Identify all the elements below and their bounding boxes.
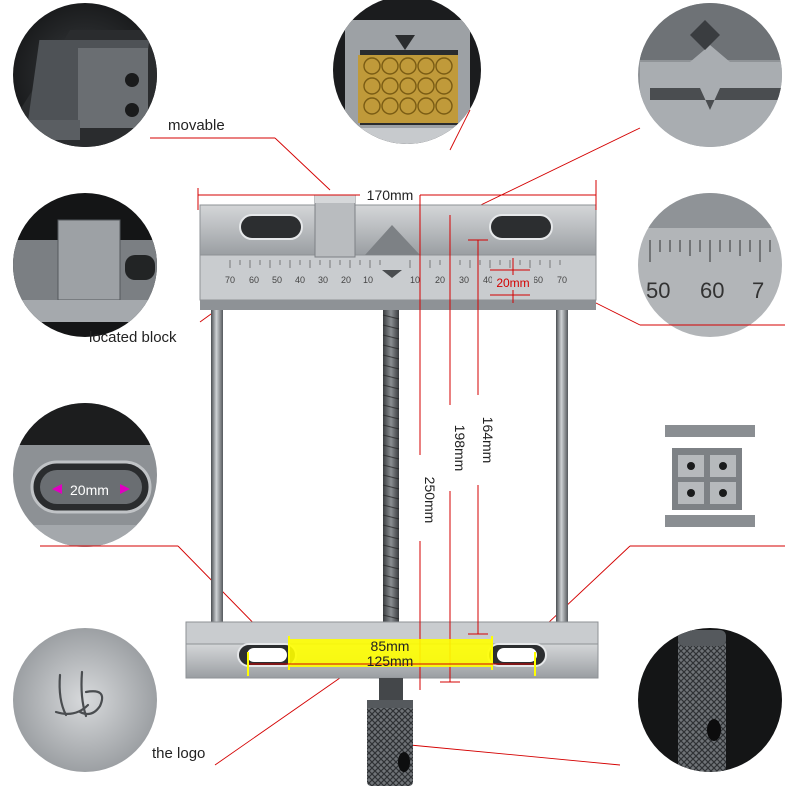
- label-movable: movable: [168, 117, 225, 134]
- ruler-right-60: 60: [533, 275, 543, 285]
- dimension-170mm: 170mm: [367, 187, 414, 203]
- ruler-left-70: 70: [225, 275, 235, 285]
- top-jaw: 70 60 50 40 30 20 10 10 20 30 40 50 60 7…: [199, 194, 597, 310]
- ruler-left-60: 60: [249, 275, 259, 285]
- zoom-slot-dimension: 20mm: [70, 482, 109, 498]
- zoom-knurled-handle: [638, 628, 782, 772]
- ruler-right-70: 70: [557, 275, 567, 285]
- label-located-block: located block: [89, 329, 177, 346]
- movable-block: [314, 194, 356, 258]
- zoom-v-notch: [638, 3, 782, 147]
- ruler-left-20: 20: [341, 275, 351, 285]
- zoom-slot: 20mm: [13, 403, 157, 547]
- vise: 70 60 50 40 30 20 10 10 20 30 40 50 60 7…: [185, 194, 599, 786]
- zoom-ruler-tick-1: 50: [646, 278, 670, 303]
- dimension-198mm: 198mm: [452, 425, 468, 472]
- ruler-right-20: 20: [435, 275, 445, 285]
- zoom-v-groove-coins: [333, 0, 481, 144]
- zoom-logo: [13, 628, 157, 772]
- left-guide-rod: [211, 300, 223, 630]
- dimension-annotations: 170mm 250mm 198mm 164mm 20mm 85mm 125mm: [197, 180, 597, 690]
- dimension-164mm: 164mm: [480, 417, 496, 464]
- ruler-right-40: 40: [483, 275, 493, 285]
- brand-logo-mark: [54, 670, 104, 718]
- right-guide-rod: [556, 300, 568, 630]
- zoom-ruler-tick-2: 60: [700, 278, 724, 303]
- v-groove: [365, 225, 420, 255]
- dimension-125mm: 125mm: [367, 653, 414, 669]
- ruler-left-50: 50: [272, 275, 282, 285]
- dimension-20mm: 20mm: [496, 276, 529, 290]
- knurled-handle: [367, 678, 413, 786]
- ruler-left-30: 30: [318, 275, 328, 285]
- dimension-85mm: 85mm: [371, 638, 410, 654]
- zoom-ruler-tick-3: 7: [752, 278, 764, 303]
- label-the-logo: the logo: [152, 745, 206, 762]
- ruler-right-30: 30: [459, 275, 469, 285]
- ruler-left-10: 10: [363, 275, 373, 285]
- zoom-movable-block: [13, 3, 157, 147]
- zoom-screws: [638, 403, 782, 547]
- zoom-ruler-scale: 50 60 7: [638, 193, 782, 337]
- ruler-left-40: 40: [295, 275, 305, 285]
- top-right-slot: [489, 214, 553, 240]
- lead-screw: [383, 300, 399, 630]
- dimension-250mm: 250mm: [422, 477, 438, 524]
- ruler-right-10: 10: [410, 275, 420, 285]
- top-left-slot: [239, 214, 303, 240]
- zoom-located-block: [13, 193, 157, 337]
